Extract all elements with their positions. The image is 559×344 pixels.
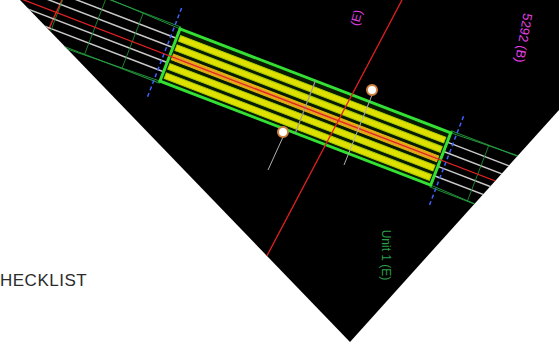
abutment-line <box>147 8 463 206</box>
right-approach <box>426 122 559 311</box>
left-approach <box>0 0 184 90</box>
marker-circle <box>278 127 288 137</box>
leader-line <box>268 137 283 170</box>
red-line <box>232 0 402 322</box>
cad-annotation: 5292 (B) <box>512 12 535 64</box>
marker-circle <box>367 85 377 95</box>
green-line <box>398 272 420 298</box>
cad-annotation: (E) <box>349 9 366 28</box>
section-heading: HECKLIST <box>0 272 87 291</box>
leader-line <box>344 95 372 165</box>
cad-annotation: Unit 1 (E) <box>378 230 391 281</box>
black-panel <box>20 0 559 342</box>
bridge-group <box>0 0 559 318</box>
bridge-deck <box>160 29 451 185</box>
cad-drawing <box>0 0 559 322</box>
